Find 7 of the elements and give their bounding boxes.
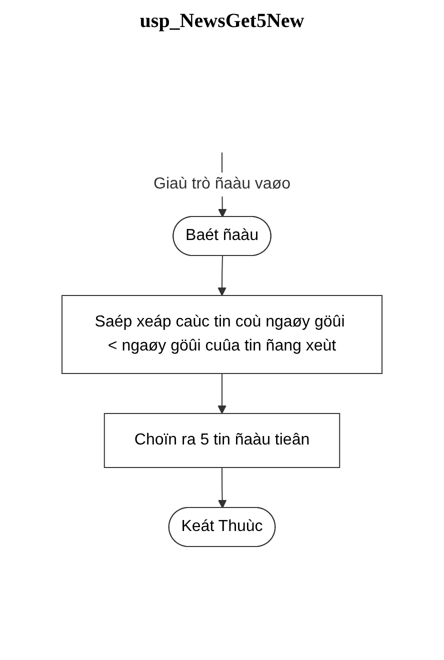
node-box: Choïn ra 5 tin ñaàu tieân bbox=[104, 413, 340, 468]
arrow bbox=[218, 256, 226, 296]
edge-label: Giaù trò ñaàu vaøo bbox=[154, 176, 290, 192]
node-box: Saép xeáp caùc tin coù ngaøy göûi < ngaøy göûi cuûa tin ñang xeùt bbox=[62, 295, 382, 374]
arrow bbox=[218, 467, 227, 508]
arrow bbox=[218, 373, 226, 414]
diagram-title: usp_NewsGet5New bbox=[138, 10, 306, 33]
